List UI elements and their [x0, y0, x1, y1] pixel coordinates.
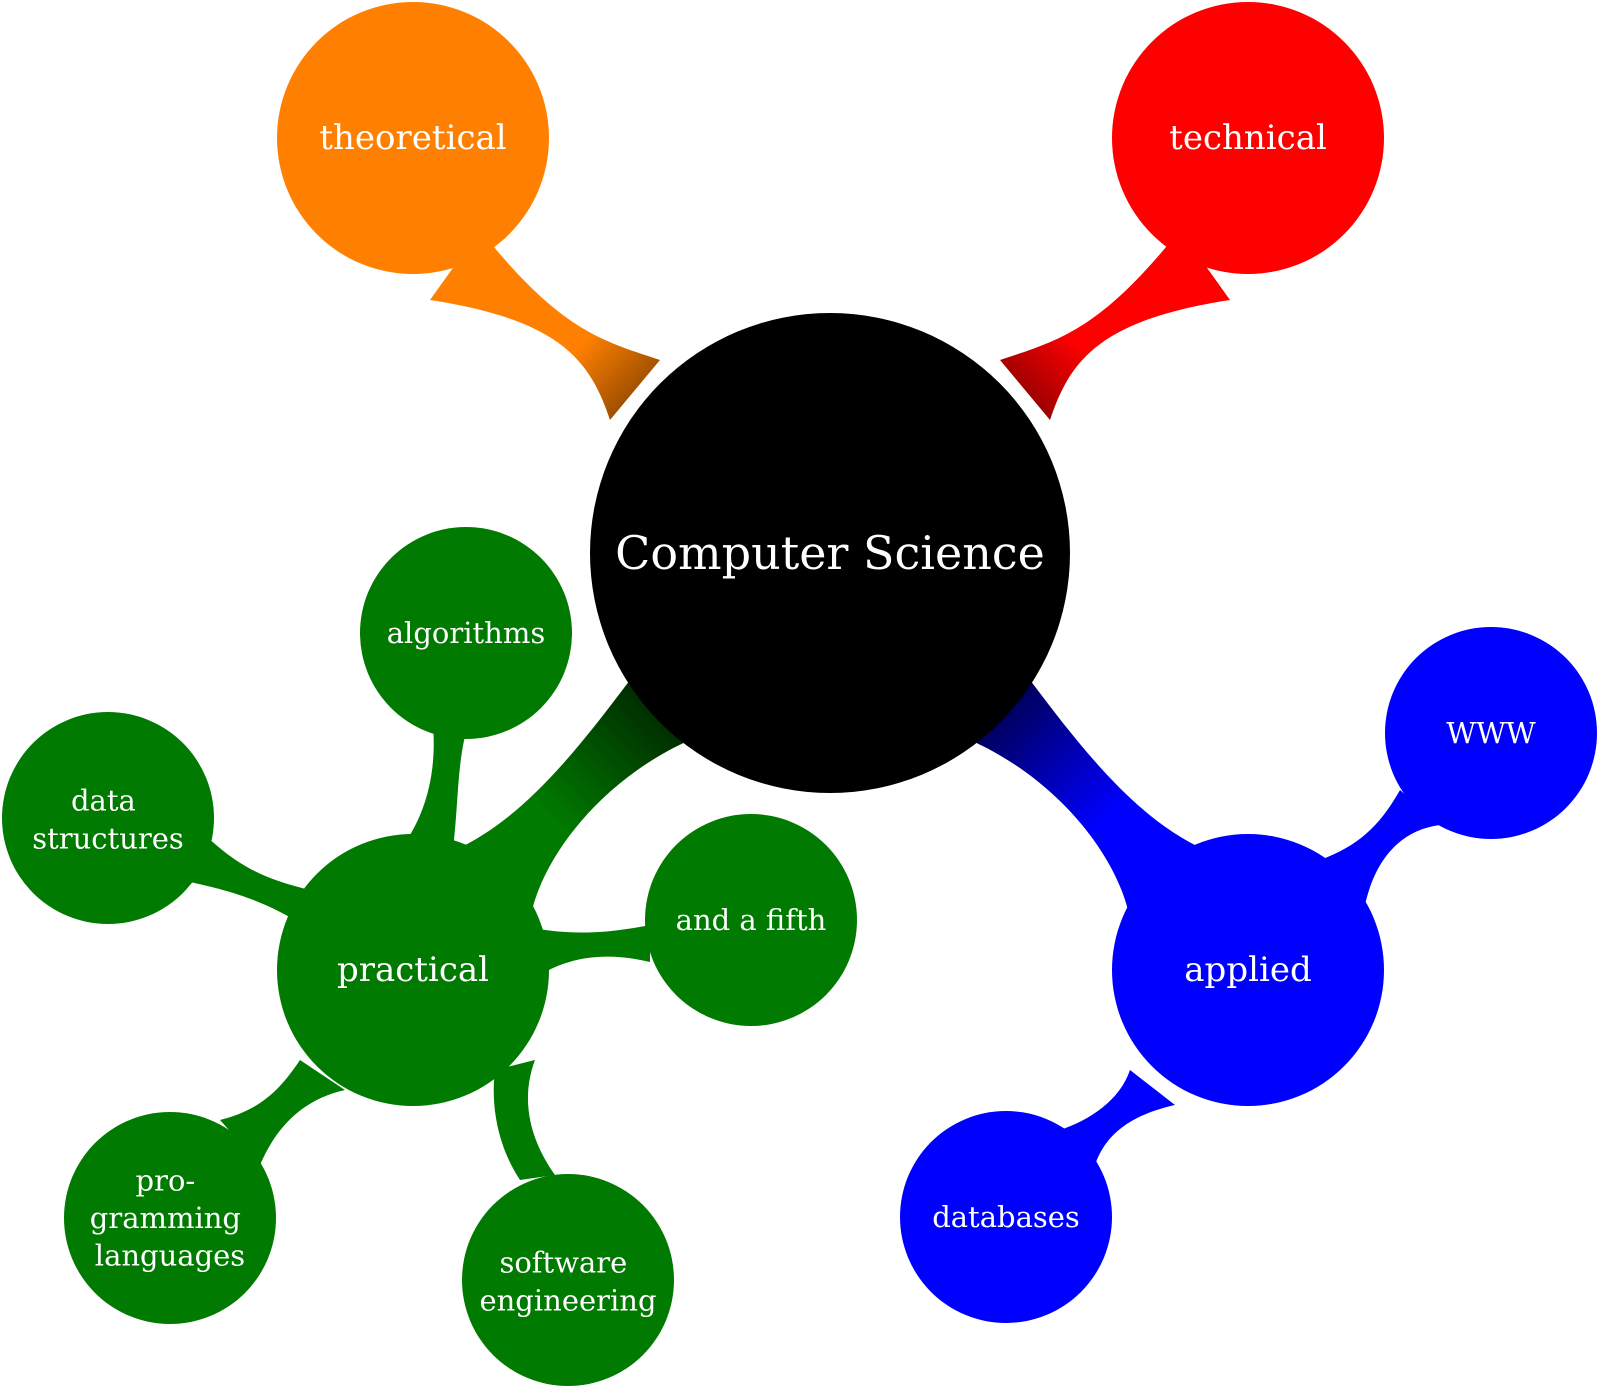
node-programming-languages: pro- gramming languages [64, 1112, 276, 1324]
connector-applied [970, 680, 1205, 920]
theoretical-label: theoretical [319, 118, 506, 158]
node-data-structures: data structures [2, 712, 214, 924]
databases-circle [900, 1111, 1112, 1323]
programming-languages-line-2: gramming [90, 1201, 241, 1235]
applied-circle [1112, 834, 1384, 1106]
connector-data-structures [180, 830, 310, 920]
data-structures-circle [2, 712, 214, 924]
connector-programming-languages [220, 1060, 345, 1165]
programming-languages-line-1: pro- [136, 1163, 196, 1197]
data-structures-line-1: data [71, 784, 136, 818]
theoretical-circle [277, 2, 549, 274]
node-root: Computer Science [590, 313, 1070, 793]
software-engineering-circle [462, 1174, 674, 1386]
algorithms-circle [360, 527, 572, 739]
connector-practical [455, 680, 690, 920]
programming-languages-circle [64, 1112, 276, 1324]
www-circle [1385, 627, 1597, 839]
connector-software-engineering [493, 1060, 555, 1180]
node-practical: practical [277, 834, 549, 1106]
applied-label: applied [1184, 950, 1311, 990]
node-theoretical: theoretical [277, 2, 549, 274]
data-structures-label: data structures [32, 784, 184, 856]
connector-algorithms [400, 700, 470, 870]
programming-languages-label: pro- gramming languages [90, 1163, 250, 1272]
node-technical: technical [1112, 2, 1384, 274]
node-software-engineering: software engineering [462, 1174, 674, 1386]
node-databases: databases [900, 1111, 1112, 1323]
databases-label: databases [932, 1200, 1080, 1234]
software-engineering-label: software engineering [479, 1246, 656, 1318]
root-label: Computer Science [615, 526, 1045, 580]
technical-label: technical [1169, 118, 1327, 158]
and-a-fifth-label: and a fifth [676, 903, 827, 937]
connector-www [1320, 790, 1440, 905]
node-applied: applied [1112, 834, 1384, 1106]
and-a-fifth-circle [645, 814, 857, 1026]
technical-circle [1112, 2, 1384, 274]
root-connectors [430, 230, 1230, 920]
programming-languages-line-3: languages [95, 1239, 245, 1273]
connector-databases [1060, 1070, 1175, 1165]
node-www: WWW [1385, 627, 1597, 839]
software-engineering-line-1: software [499, 1246, 627, 1280]
software-engineering-line-2: engineering [479, 1283, 656, 1317]
connector-technical [1000, 230, 1230, 420]
node-and-a-fifth: and a fifth [645, 814, 857, 1026]
www-label: WWW [1446, 716, 1536, 750]
root-circle [590, 313, 1070, 793]
applied-connectors [1060, 790, 1440, 1165]
practical-label: practical [337, 950, 489, 990]
algorithms-label: algorithms [387, 616, 545, 650]
connector-and-a-fifth [520, 925, 650, 985]
connector-theoretical [430, 230, 660, 420]
practical-circle [277, 834, 549, 1106]
data-structures-line-2: structures [32, 821, 184, 855]
practical-connectors [180, 700, 650, 1180]
node-algorithms: algorithms [360, 527, 572, 739]
